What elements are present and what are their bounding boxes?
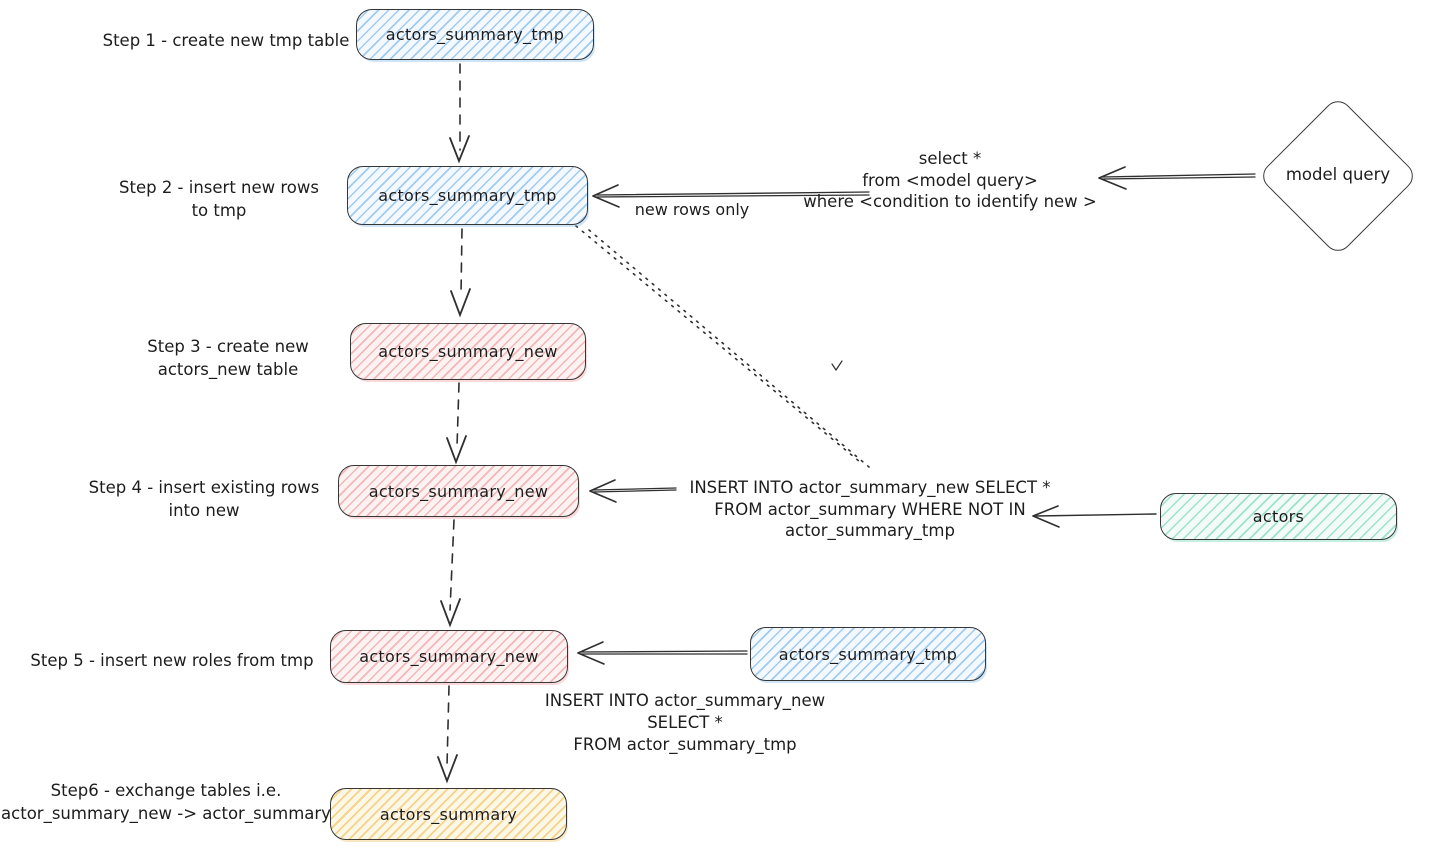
step2-label[interactable]: Step 2 - insert new rows to tmp [100,176,338,222]
node-step3-label: actors_summary_new [378,342,558,361]
node-model-query-label: model query [1285,165,1391,184]
step4-label[interactable]: Step 4 - insert existing rows into new [78,476,330,522]
node-step6-actors-summary[interactable]: actors_summary [330,788,567,840]
node-step2-label: actors_summary_tmp [378,186,557,205]
step3-label[interactable]: Step 3 - create new actors_new table [108,335,348,381]
edge-tmp-to-step5[interactable] [577,641,748,665]
node-actors-label: actors [1252,507,1305,526]
step3-label-line2: actors_new table [157,360,299,379]
edge-actors-to-insertsql[interactable] [1032,505,1157,528]
node-step5-label: actors_summary_new [359,647,539,666]
step4-label-line1: Step 4 - insert existing rows [88,478,320,497]
edge-insertsql-to-step4[interactable] [589,479,677,503]
edge-modelquery-to-query[interactable] [1098,166,1256,190]
step4-label-line2: into new [168,501,240,520]
edge-step2-to-step3[interactable] [450,228,471,318]
insert-existing-line2: FROM actor_summary WHERE NOT IN [714,499,1026,519]
select-query-line1: select * [918,149,982,168]
node-step2-actors-summary-tmp[interactable]: actors_summary_tmp [347,166,588,225]
step2-label-line2: to tmp [191,201,247,220]
annotation-select-query[interactable]: select * from <model query> where <condi… [770,148,1130,213]
stray-pen-mark [831,360,843,372]
step1-label-line1: Step 1 - create new tmp table [102,31,350,50]
step1-label[interactable]: Step 1 - create new tmp table [95,29,357,52]
insert-from-tmp-line1: INSERT INTO actor_summary_new [544,691,826,710]
node-actors[interactable]: actors [1160,493,1397,540]
annotation-insert-from-tmp-sql[interactable]: INSERT INTO actor_summary_new SELECT * F… [505,690,865,756]
select-query-line2: from <model query> [862,170,1038,190]
node-side-actors-summary-tmp[interactable]: actors_summary_tmp [750,627,986,681]
step2-label-line1: Step 2 - insert new rows [119,178,319,197]
step6-label-line2: actor_summary_new -> actor_summary [1,804,331,823]
select-query-line3: where <condition to identify new > [803,192,1097,211]
annotation-new-rows-only[interactable]: new rows only [612,199,772,221]
step5-label[interactable]: Step 5 - insert new roles from tmp [26,649,318,672]
node-step4-label: actors_summary_new [368,481,549,501]
annotation-insert-existing-sql[interactable]: INSERT INTO actor_summary_new SELECT * F… [670,477,1070,542]
insert-existing-line3: actor_summary_tmp [785,521,955,540]
node-step1-actors-summary-tmp[interactable]: actors_summary_tmp [356,9,594,60]
edge-dotted-tmp-reference[interactable] [575,225,870,468]
node-step3-actors-summary-new[interactable]: actors_summary_new [350,323,586,380]
node-step6-label: actors_summary [379,804,518,824]
edge-step3-to-step4[interactable] [446,382,467,465]
step6-label-line1: Step6 - exchange tables i.e. [50,781,282,800]
node-step4-actors-summary-new[interactable]: actors_summary_new [338,465,579,517]
new-rows-only-text: new rows only [634,200,750,219]
edge-step5-to-step6[interactable] [437,685,458,784]
node-step1-label: actors_summary_tmp [385,25,565,44]
insert-from-tmp-line3: FROM actor_summary_tmp [573,735,797,754]
step5-label-line1: Step 5 - insert new roles from tmp [30,651,314,670]
edge-query-to-step2[interactable] [592,184,870,208]
insert-existing-line1: INSERT INTO actor_summary_new SELECT * [689,478,1051,497]
edge-step1-to-step2[interactable] [449,63,470,164]
step6-label[interactable]: Step6 - exchange tables i.e. actor_summa… [0,779,332,825]
node-side-tmp-label: actors_summary_tmp [778,644,958,664]
node-step5-actors-summary-new[interactable]: actors_summary_new [330,630,568,683]
step3-label-line1: Step 3 - create new [147,337,309,356]
edge-step4-to-step5[interactable] [440,519,461,628]
insert-from-tmp-line2: SELECT * [647,713,723,732]
